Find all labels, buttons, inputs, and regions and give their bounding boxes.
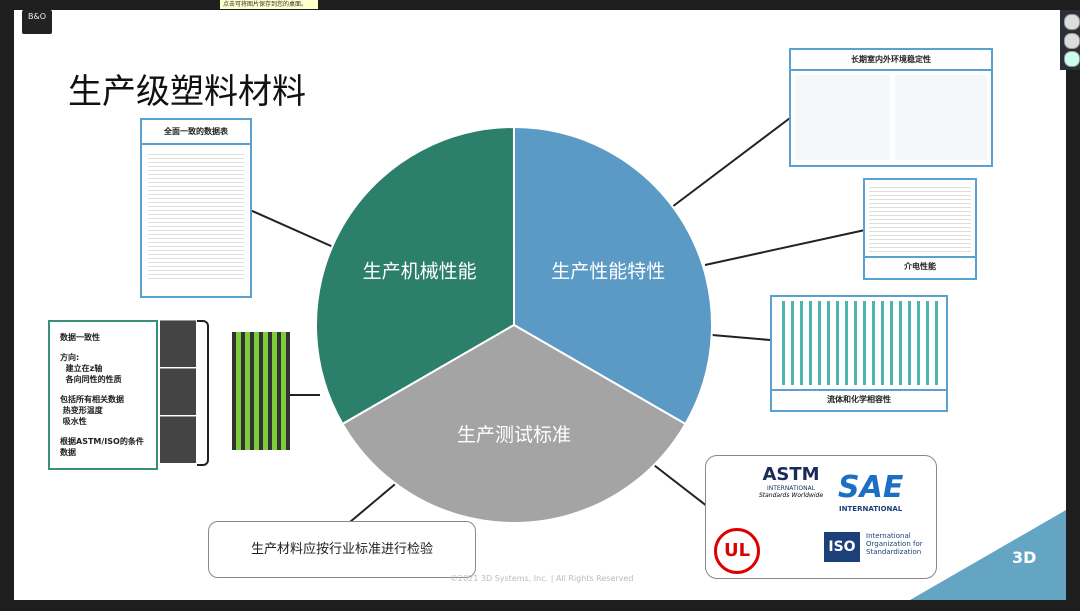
connector-line — [667, 117, 791, 211]
edit-icon[interactable] — [1064, 14, 1080, 30]
pie-slice-label: 生产性能特性 — [551, 261, 665, 283]
build-plate-image — [232, 332, 290, 450]
callout-box: 生产材料应按行业标准进行检验 — [208, 521, 476, 578]
iso-logo: ISO — [824, 532, 860, 562]
ul-logo: UL — [714, 528, 760, 574]
pie-slice-label: 生产测试标准 — [457, 424, 571, 446]
astm-logo: ASTM INTERNATIONAL Standards Worldwide — [758, 464, 824, 499]
specimen-image — [160, 368, 196, 415]
pie-slice-label: 生产机械性能 — [363, 261, 477, 283]
specimen-image — [160, 416, 196, 463]
chart-thumbnails — [795, 75, 987, 160]
bullet: 热变形温度 — [62, 406, 103, 415]
bullet: 数据一致性 — [60, 333, 100, 342]
card-title: 流体和化学相容性 — [772, 389, 946, 408]
download-icon[interactable] — [1064, 51, 1080, 67]
bullet: 根据ASTM/ISO的条件 — [60, 437, 144, 446]
iso-text: International Organization for Standardi… — [866, 532, 923, 556]
env-stability-card: 长期室内外环境稳定性 — [789, 48, 993, 167]
bullet: 包括所有相关数据 — [60, 395, 124, 404]
pie-slice — [341, 323, 687, 524]
datasheet-title: 全面一致的数据表 — [142, 120, 250, 145]
connector-line — [649, 461, 713, 511]
card-title: 介电性能 — [865, 256, 975, 275]
window-icon[interactable] — [1064, 33, 1080, 49]
bullet: 建立在z轴 — [65, 364, 103, 373]
sae-logo: SAE INTERNATIONAL — [838, 470, 904, 513]
bullet: 方向: — [60, 353, 80, 362]
bullet-list: 数据一致性 方向: 建立在z轴 各向同性的性质 包括所有相关数据 热变形温度 吸… — [48, 320, 158, 470]
footer: ©2021 3D Systems, Inc. | All Rights Rese… — [450, 574, 634, 583]
datasheet-card: 全面一致的数据表 — [140, 118, 252, 298]
pie-slice — [315, 125, 516, 426]
bracket — [197, 320, 209, 466]
connector-line — [349, 479, 401, 523]
pie-slice — [513, 125, 713, 426]
corner-decoration — [910, 510, 1066, 600]
logo: B&O — [22, 10, 52, 34]
datasheet-image — [148, 151, 244, 281]
fluid-card: 流体和化学相容性 — [770, 295, 948, 412]
card-title: 长期室内外环境稳定性 — [791, 50, 991, 71]
tooltip: 点击可将图片保存到您的桌面。 — [220, 0, 318, 9]
dielectric-card: 介电性能 — [863, 178, 977, 280]
connector-line — [704, 229, 866, 266]
chart-thumbnails — [776, 301, 942, 385]
slide-title: 生产级塑料材料 — [68, 72, 306, 112]
connector-line — [249, 209, 341, 251]
specimen-image — [160, 320, 196, 367]
standards-logos: ASTM INTERNATIONAL Standards Worldwide S… — [705, 455, 937, 579]
bullet: 数据 — [60, 448, 76, 457]
brand-logo: 3D — [1012, 548, 1037, 567]
bullet: 各向同性的性质 — [65, 375, 122, 384]
connector-line — [711, 334, 771, 341]
dielectric-image — [869, 184, 971, 252]
bullet: 吸水性 — [62, 417, 87, 426]
